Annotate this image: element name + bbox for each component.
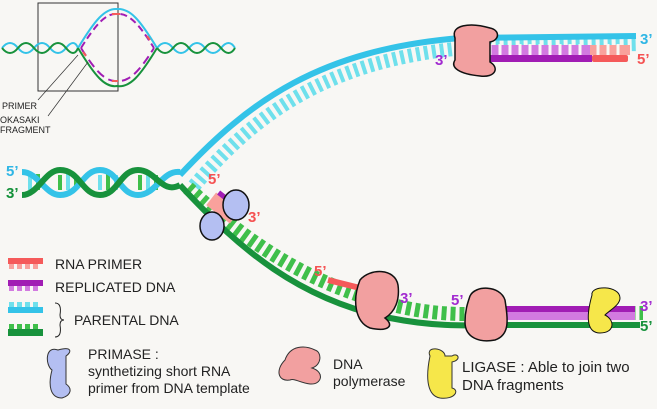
primase-description: PRIMASE : synthetizing short RNA primer …	[88, 346, 250, 397]
fork-primase-complex	[199, 189, 250, 241]
end-label-parent-3prime: 3’	[6, 185, 19, 202]
parental-brace	[54, 302, 65, 338]
leading-parental-teeth	[188, 37, 640, 191]
inset-leading-new	[80, 12, 155, 49]
inset-primers	[82, 13, 151, 82]
legend-label-parental: PARENTAL DNA	[74, 312, 179, 328]
end-label-frag1-5prime: 5’	[314, 263, 327, 280]
polymerase-line-2: polymerase	[333, 373, 406, 389]
polymerase-description: DNA polymerase	[333, 356, 405, 390]
polymerase-line-1: DNA	[333, 356, 363, 372]
leading-replicated-teeth	[460, 45, 630, 55]
ligase-line-1: LIGASE : Able to join two	[462, 359, 630, 376]
legend-label-rna-primer: RNA PRIMER	[55, 256, 143, 272]
primase-lobe-bottom	[199, 211, 225, 241]
end-label-lagging-parental-5prime: 5’	[640, 318, 653, 335]
lagging-strand	[177, 182, 643, 342]
frag1-rna-primer	[327, 277, 361, 291]
frag1-polymerase	[354, 270, 400, 330]
legend-swatches	[8, 258, 65, 338]
primase-legend-icon	[46, 348, 71, 399]
okazaki-pointer	[47, 61, 89, 117]
leading-primer-teeth	[590, 45, 630, 55]
inset-helix-right-blue	[156, 42, 236, 54]
end-label-leading-primer-5prime: 5’	[637, 51, 650, 68]
primase-line-1: synthetizing short RNA	[88, 363, 231, 379]
ligase-on-strand	[587, 287, 621, 334]
leading-replicated-backbone	[460, 55, 592, 62]
end-label-fork-5prime: 5’	[208, 171, 221, 188]
inset-helix-right-green	[156, 42, 236, 54]
end-label-leading-parental-3prime: 3’	[640, 31, 653, 48]
primase-title: PRIMASE :	[88, 346, 159, 362]
end-label-fork-3prime: 3’	[248, 209, 261, 226]
okazaki-fragment-2	[464, 287, 635, 342]
frag2-polymerase	[464, 287, 508, 342]
ligase-line-2: DNA fragments	[462, 377, 564, 394]
end-label-frag2-5prime: 5’	[451, 292, 464, 309]
frag2-replicated-backbone	[505, 306, 635, 312]
end-label-parent-5prime: 5’	[6, 163, 19, 180]
inset-overview	[1, 2, 236, 117]
lagging-parental-teeth	[183, 182, 643, 322]
inset-frame	[37, 2, 119, 92]
leading-rna-primer	[592, 55, 628, 62]
leading-strand	[177, 24, 640, 191]
inset-primer-label: PRIMER	[2, 101, 38, 111]
inset-helix-green	[1, 42, 79, 54]
inset-bubble-top	[77, 7, 158, 49]
legend-swatch-rna-primer	[8, 258, 43, 269]
legend-swatch-replicated	[8, 280, 43, 291]
inset-bubble-bottom	[77, 47, 158, 88]
polymerase-legend-icon	[278, 346, 321, 385]
legend-label-replicated: REPLICATED DNA	[55, 279, 176, 295]
end-label-frag1-3prime: 3’	[400, 290, 413, 307]
legend-swatch-parental-green	[8, 324, 43, 336]
okazaki-fragment-1	[327, 270, 400, 330]
parental-helix	[21, 166, 182, 199]
primase-line-2: primer from DNA template	[88, 380, 250, 396]
parental-strand-green	[21, 166, 182, 199]
leading-parental-backbone	[177, 33, 637, 178]
frag2-replicated-teeth	[505, 312, 635, 320]
ligase-legend-icon	[427, 348, 459, 399]
parental-strand-blue	[21, 166, 181, 199]
end-label-leading-replicated-3prime: 3’	[435, 52, 448, 69]
inset-okazaki-label-2: FRAGMENT	[0, 125, 51, 135]
inset-helix-blue	[1, 42, 79, 54]
primase-lobe-top	[222, 189, 250, 221]
leading-polymerase	[453, 24, 499, 77]
end-label-lagging-replicated-3prime: 3’	[640, 298, 653, 315]
primer-pointer	[37, 54, 79, 101]
inset-okazaki-label-1: OKASAKI	[0, 115, 40, 125]
legend-swatch-parental-blue	[8, 302, 43, 313]
ligase-description: LIGASE : Able to join two DNA fragments	[462, 359, 630, 395]
